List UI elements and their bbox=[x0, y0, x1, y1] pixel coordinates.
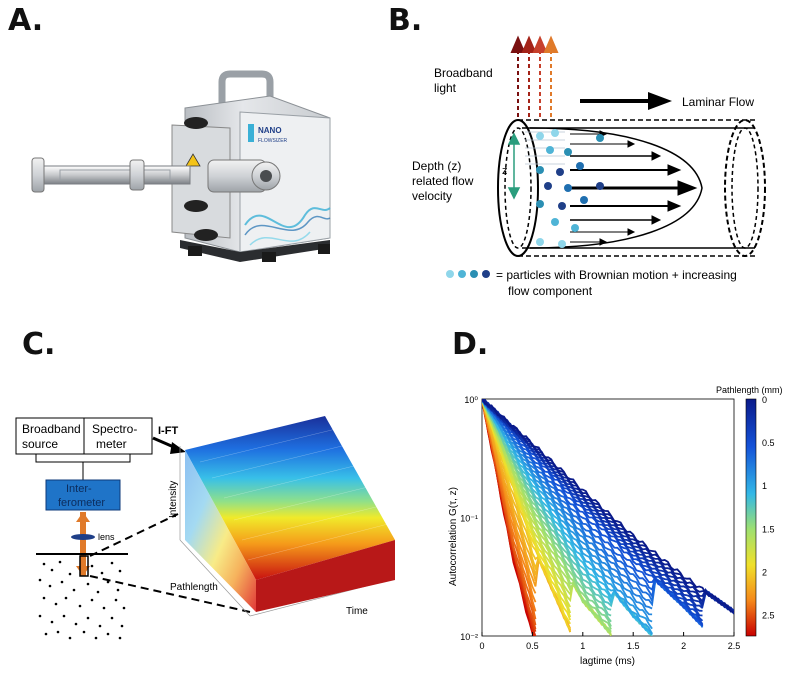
y-axis-label: Autocorrelation G(τ, z) bbox=[448, 487, 459, 586]
pathlength-axis-label: Pathlength bbox=[170, 582, 218, 593]
x-tick-label: 1.5 bbox=[627, 641, 640, 651]
device-brand-line2: FLOWSIZER bbox=[258, 138, 288, 144]
panel-d: 0 0.5 1 1.5 2 2.5 10⁰ 10⁻¹ 10⁻² Autocorrelation… bbox=[430, 380, 800, 674]
x-tick-label: 1 bbox=[580, 641, 585, 651]
y-tick-label: 10⁰ bbox=[464, 395, 478, 405]
interferometer-label-2: ferometer bbox=[58, 497, 105, 509]
intensity-surface-side bbox=[185, 450, 256, 612]
depth-label-3: velocity bbox=[412, 189, 452, 203]
panel-a: NANO FLOWSIZER bbox=[0, 0, 380, 300]
scattering-sample bbox=[38, 560, 126, 640]
x-tick-label: 0 bbox=[479, 641, 484, 651]
colorbar-tick-label: 0.5 bbox=[762, 438, 775, 448]
autocorrelation-curve bbox=[482, 399, 734, 615]
autocorrelation-curve bbox=[482, 399, 612, 611]
legend-text-1: = particles with Brownian motion + incre… bbox=[496, 268, 737, 282]
colorbar-tick-label: 0 bbox=[762, 395, 767, 405]
autocorrelation-chart: 0 0.5 1 1.5 2 2.5 10⁰ 10⁻¹ 10⁻² Autocorrelation… bbox=[448, 385, 783, 667]
legend-text-2: flow component bbox=[508, 284, 593, 298]
depth-label-1: Depth (z) bbox=[412, 159, 461, 173]
broadband-light-label-2: light bbox=[434, 81, 457, 95]
colorbar bbox=[745, 398, 757, 637]
spectrometer-label-1: Spectro- bbox=[92, 422, 137, 436]
autocorrelation-curve bbox=[482, 399, 653, 616]
y-tick-label: 10⁻¹ bbox=[460, 514, 478, 524]
ift-label: I-FT bbox=[158, 425, 178, 437]
device-brand-line1: NANO bbox=[258, 126, 282, 135]
source-label-2: source bbox=[22, 437, 58, 451]
colorbar-title: Pathlength (mm) bbox=[716, 385, 783, 395]
interferometer-box bbox=[45, 479, 121, 511]
x-tick-label: 2 bbox=[681, 641, 686, 651]
z-axis bbox=[507, 132, 521, 200]
colorbar-tick-label: 2.5 bbox=[762, 610, 775, 620]
velocity-arrows bbox=[570, 130, 698, 246]
colorbar-tick-label: 1 bbox=[762, 481, 767, 491]
particle-legend-dots bbox=[446, 270, 490, 278]
panel-b: Broadband light Laminar Flow z bbox=[390, 0, 800, 310]
autocorrelation-curve bbox=[482, 399, 653, 623]
lens-icon bbox=[71, 534, 95, 540]
panel-c: Broadband source Spectro- meter Inter- f… bbox=[0, 380, 420, 674]
broadband-light-arrows bbox=[510, 35, 559, 118]
broadband-light-label-1: Broadband bbox=[434, 66, 493, 80]
source-label-1: Broadband bbox=[22, 422, 81, 436]
z-axis-label: z bbox=[502, 165, 508, 177]
depth-label-2: related flow bbox=[412, 174, 474, 188]
x-tick-label: 0.5 bbox=[526, 641, 539, 651]
flow-tube bbox=[497, 119, 766, 257]
flow-diagram: Broadband light Laminar Flow z bbox=[412, 35, 766, 298]
autocorrelation-curve bbox=[482, 399, 734, 613]
lens-label: lens bbox=[98, 532, 115, 542]
panel-c-letter: C. bbox=[22, 327, 56, 362]
panel-a-letter: A. bbox=[8, 3, 44, 38]
device-photo: NANO FLOWSIZER bbox=[31, 70, 331, 262]
x-tick-label: 2.5 bbox=[728, 641, 741, 651]
intensity-axis-label: Intensity bbox=[168, 481, 179, 518]
interferometer-label-1: Inter- bbox=[66, 483, 92, 495]
particles bbox=[536, 129, 604, 248]
x-axis-label: lagtime (ms) bbox=[580, 656, 635, 667]
oct-setup: Broadband source Spectro- meter Inter- f… bbox=[15, 416, 395, 640]
spectrometer-label-2: meter bbox=[96, 437, 127, 451]
intensity-surface-top bbox=[185, 416, 395, 580]
colorbar-tick-label: 1.5 bbox=[762, 524, 775, 534]
laminar-flow-label: Laminar Flow bbox=[682, 95, 754, 109]
panel-b-letter: B. bbox=[388, 3, 423, 38]
colorbar-tick-label: 2 bbox=[762, 567, 767, 577]
panel-d-letter: D. bbox=[452, 327, 489, 362]
y-tick-label: 10⁻² bbox=[460, 632, 478, 642]
time-axis-label: Time bbox=[346, 606, 368, 617]
